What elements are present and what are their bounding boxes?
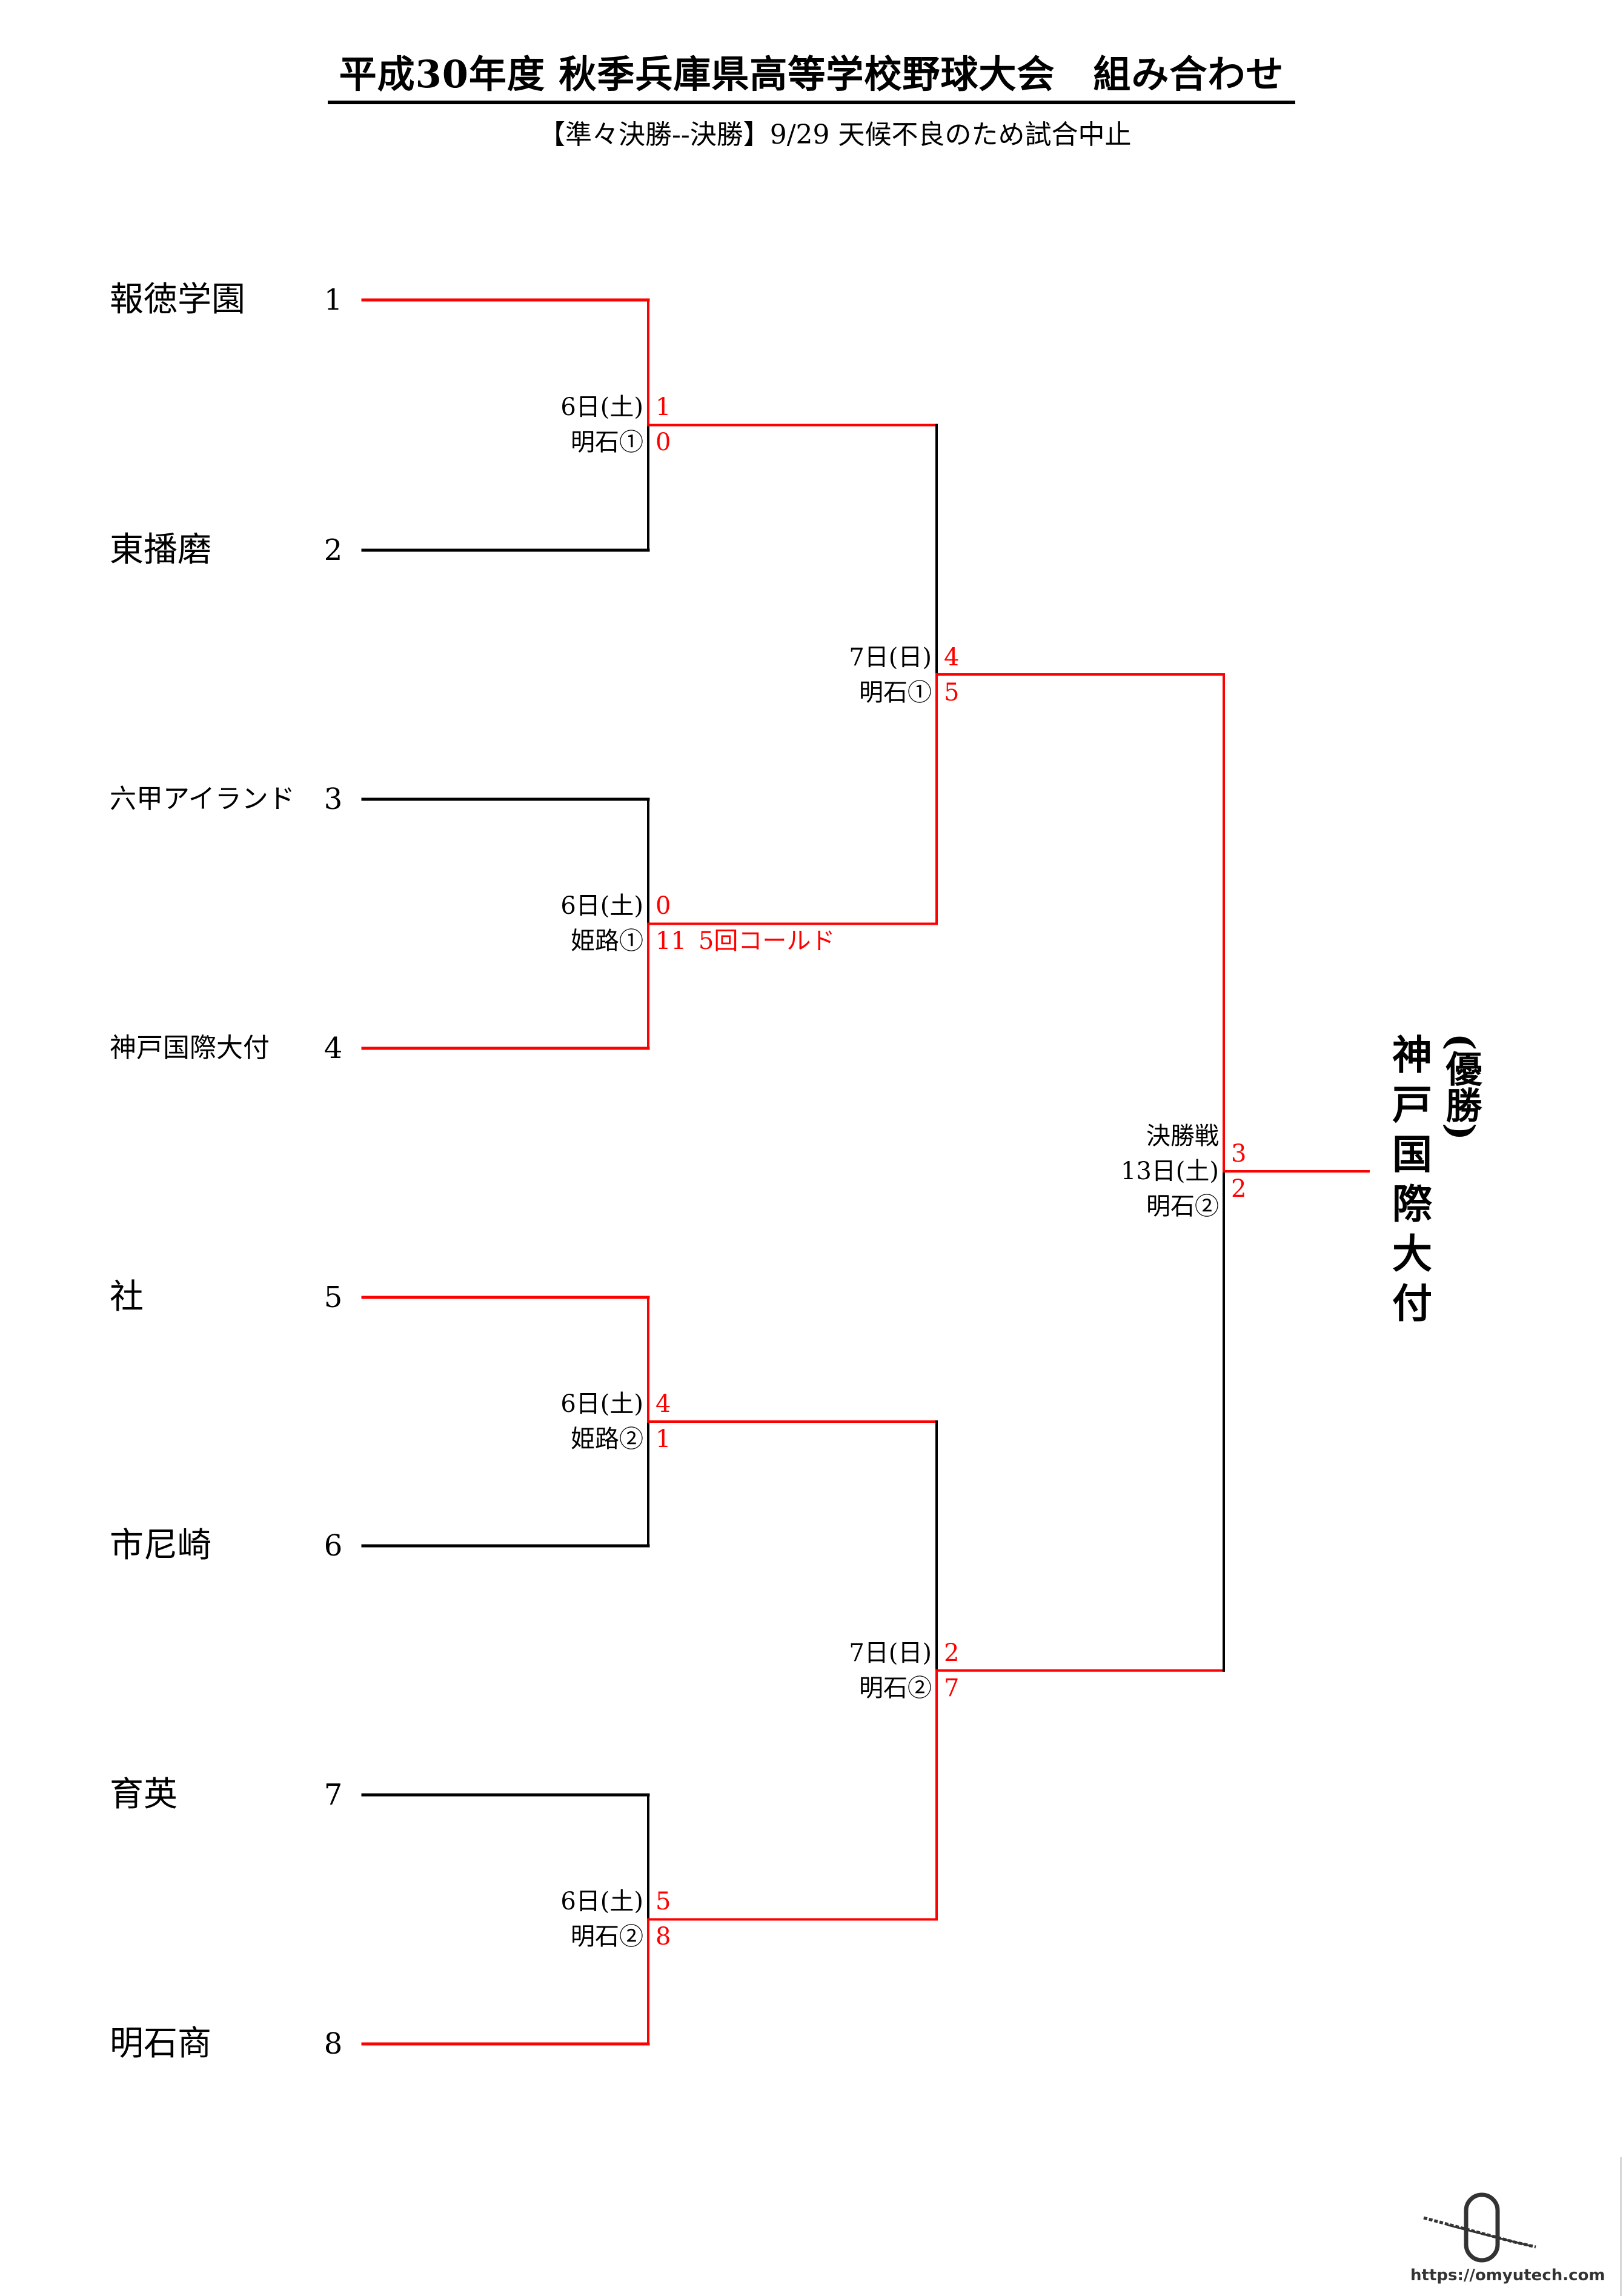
sf1-info: 7日(日) 明石① bbox=[849, 640, 932, 710]
sf1-scores: 4 5 bbox=[944, 640, 959, 710]
qf3-scores: 4 1 bbox=[656, 1386, 671, 1457]
team-seed-2: 2 bbox=[324, 533, 343, 567]
page-title: 平成30年度 秋季兵庫県高等学校野球大会 組み合わせ bbox=[339, 52, 1284, 96]
team-seed-1: 1 bbox=[324, 283, 343, 317]
title-underline bbox=[328, 101, 1295, 104]
final-venue: 明石② bbox=[1146, 1193, 1219, 1220]
qf2-scores: 0 11 5回コールド bbox=[656, 888, 835, 959]
sf2-score-top: 2 bbox=[944, 1639, 960, 1667]
qf3-score-bottom: 1 bbox=[656, 1425, 671, 1453]
qf2-date: 6日(土) bbox=[560, 892, 643, 920]
team-name-6: 市尼崎 bbox=[110, 1526, 211, 1565]
team-name-5: 社 bbox=[110, 1277, 144, 1317]
sf2-date: 7日(日) bbox=[849, 1639, 932, 1667]
sf1-score-bottom: 5 bbox=[944, 679, 960, 707]
qf3-venue: 姫路② bbox=[571, 1425, 643, 1453]
team-seed-6: 6 bbox=[324, 1529, 343, 1563]
team-name-3: 六甲アイランド bbox=[110, 784, 295, 814]
team-seed-7: 7 bbox=[324, 1778, 343, 1812]
subtitle-notice: 【準々決勝--決勝】9/29 天候不良のため試合中止 bbox=[539, 119, 1132, 150]
sf2-score-bottom: 7 bbox=[944, 1674, 960, 1702]
final-scores: 3 2 bbox=[1231, 1136, 1246, 1206]
final-score-bottom: 2 bbox=[1231, 1175, 1247, 1203]
footer-url: https://omyutech.com bbox=[1410, 2266, 1605, 2284]
qf1-venue: 明石① bbox=[571, 428, 643, 456]
omyutech-logo-icon bbox=[1423, 2192, 1536, 2263]
final-label: 決勝戦 bbox=[1146, 1122, 1219, 1150]
qf4-venue: 明石② bbox=[571, 1923, 643, 1951]
team-name-8: 明石商 bbox=[110, 2024, 211, 2063]
qf2-score-top: 0 bbox=[656, 892, 671, 920]
qf1-info: 6日(土) 明石① bbox=[560, 390, 643, 460]
final-score-top: 3 bbox=[1231, 1140, 1247, 1168]
qf4-score-top: 5 bbox=[656, 1888, 671, 1915]
qf2-venue: 姫路① bbox=[571, 927, 643, 955]
sf1-score-top: 4 bbox=[944, 644, 960, 671]
team-seed-8: 8 bbox=[324, 2027, 343, 2061]
sf2-scores: 2 7 bbox=[944, 1635, 959, 1706]
qf1-scores: 1 0 bbox=[656, 390, 671, 460]
team-name-7: 育英 bbox=[110, 1775, 178, 1814]
qf3-score-top: 4 bbox=[656, 1390, 671, 1418]
champion-label: (優勝) bbox=[1439, 1033, 1482, 1140]
qf3-date: 6日(土) bbox=[560, 1390, 643, 1418]
team-name-2: 東播磨 bbox=[110, 530, 211, 570]
qf1-score-top: 1 bbox=[656, 393, 671, 421]
sf2-venue: 明石② bbox=[859, 1674, 932, 1702]
qf1-score-bottom: 0 bbox=[656, 428, 671, 456]
qf3-info: 6日(土) 姫路② bbox=[560, 1386, 643, 1457]
sf1-venue: 明石① bbox=[859, 679, 932, 707]
champion-name: 神戸国際大付 bbox=[1392, 1031, 1432, 1327]
team-seed-3: 3 bbox=[324, 782, 343, 816]
qf2-score-bottom: 11 bbox=[656, 927, 686, 955]
team-seed-5: 5 bbox=[324, 1280, 343, 1314]
final-date: 13日(土) bbox=[1120, 1157, 1219, 1185]
team-seed-4: 4 bbox=[324, 1031, 343, 1065]
qf1-date: 6日(土) bbox=[560, 393, 643, 421]
qf4-date: 6日(土) bbox=[560, 1888, 643, 1915]
qf2-info: 6日(土) 姫路① bbox=[560, 888, 643, 959]
team-name-4: 神戸国際大付 bbox=[110, 1033, 270, 1063]
qf4-score-bottom: 8 bbox=[656, 1923, 671, 1951]
qf2-note: 5回コールド bbox=[698, 927, 835, 955]
sf2-info: 7日(日) 明石② bbox=[849, 1635, 932, 1706]
final-info: 決勝戦 13日(土) 明石② bbox=[1121, 1119, 1219, 1224]
qf4-scores: 5 8 bbox=[656, 1884, 671, 1954]
qf4-info: 6日(土) 明石② bbox=[560, 1884, 643, 1954]
team-name-1: 報徳学園 bbox=[110, 280, 245, 319]
sf1-date: 7日(日) bbox=[849, 644, 932, 671]
page-edge-divider bbox=[1620, 2157, 1622, 2296]
